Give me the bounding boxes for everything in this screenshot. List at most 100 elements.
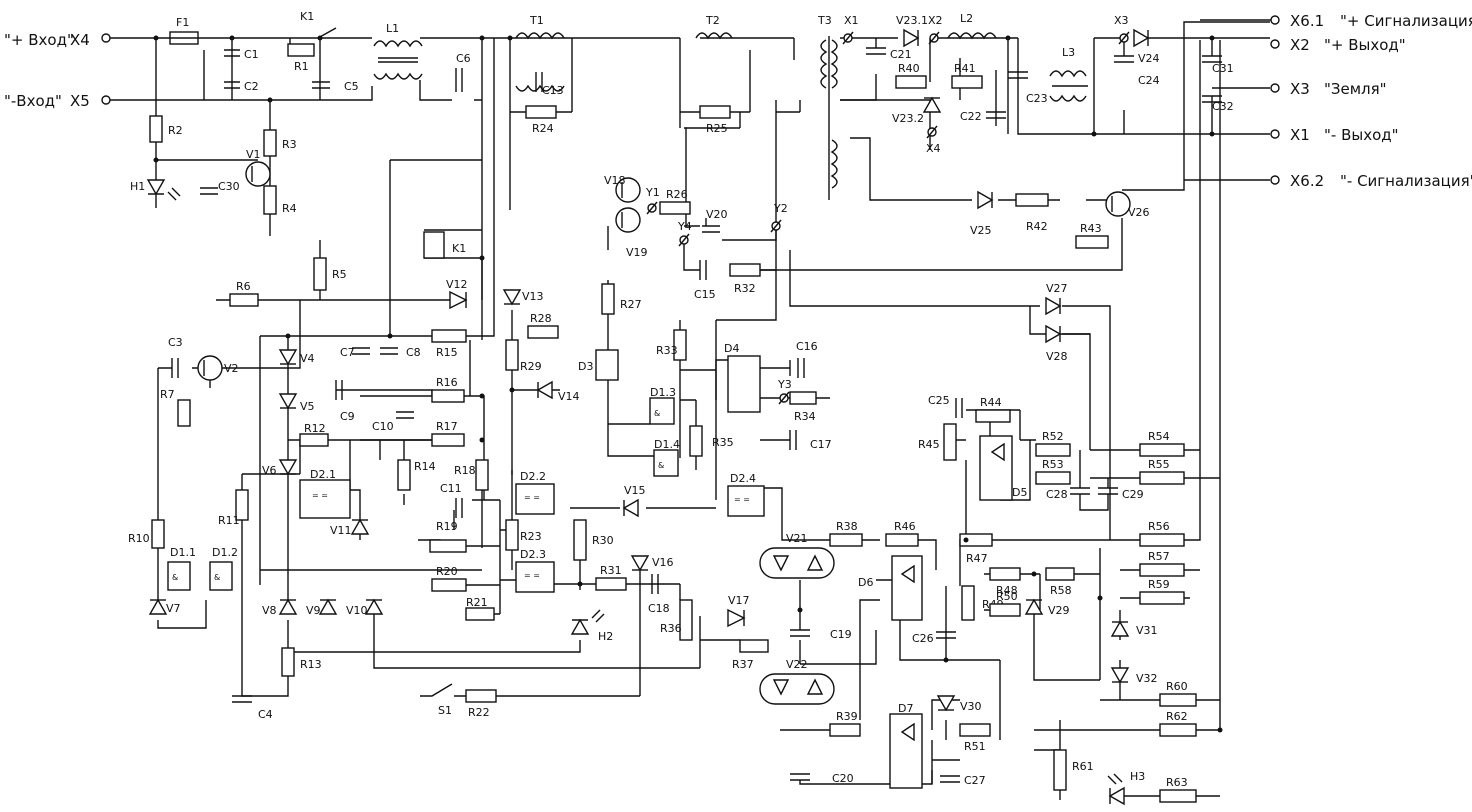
resistor-r54[interactable]: R54	[1139, 430, 1185, 457]
resistor-r56[interactable]: R56	[1139, 520, 1185, 547]
chip-d2-3[interactable]: = =D2.3	[515, 548, 555, 593]
resistor-r24[interactable]: R24	[525, 105, 557, 135]
resistor-r22[interactable]: R22	[465, 689, 497, 719]
capacitor-c1[interactable]: C1	[224, 48, 259, 61]
test-point-y2[interactable]: Y2	[770, 202, 788, 233]
resistor-r42[interactable]: R42	[1015, 193, 1049, 233]
test-point-x3[interactable]: X3	[1114, 14, 1130, 45]
resistor-r57[interactable]: R57	[1139, 550, 1185, 577]
test-point-y3[interactable]: Y3	[777, 378, 792, 405]
resistor-r46[interactable]: R46	[885, 520, 919, 547]
resistor-r12[interactable]: R12	[299, 422, 329, 447]
terminal-x2[interactable]: X2 "+ Выход"	[1270, 36, 1406, 54]
diode-v25[interactable]: V25	[970, 190, 994, 237]
optocoupler-v21[interactable]: V21	[759, 532, 835, 579]
diode-v16[interactable]: V16	[630, 555, 674, 572]
inductor-l1[interactable]: L1	[373, 22, 423, 80]
transformer-t2[interactable]: T2	[695, 14, 733, 40]
capacitor-c4[interactable]: C4	[232, 695, 273, 721]
test-point-y1[interactable]: Y1	[645, 186, 660, 215]
resistor-r37[interactable]: R37	[732, 639, 769, 671]
switch-s1[interactable]: S1	[420, 683, 466, 717]
transistor-v26[interactable]: V26	[1105, 191, 1150, 219]
chip-d6[interactable]: D6	[858, 555, 923, 621]
diode-v32[interactable]: V32	[1110, 667, 1158, 685]
chip-d4[interactable]: D4	[724, 342, 761, 413]
transistor-v2[interactable]: V2	[197, 355, 239, 381]
resistor-r30[interactable]: R30	[573, 519, 614, 561]
resistor-r40[interactable]: R40	[895, 62, 927, 89]
resistor-r2[interactable]: R2	[149, 115, 183, 143]
chip-d1-3[interactable]: &D1.3	[649, 386, 676, 425]
diode-v9[interactable]: V9	[306, 598, 338, 617]
chip-d1-4[interactable]: &D1.4	[653, 438, 680, 477]
transistor-v1[interactable]: V1	[245, 148, 271, 187]
resistor-r55[interactable]: R55	[1139, 458, 1185, 485]
diode-v29[interactable]: V29	[1024, 598, 1070, 617]
terminal-x6-1[interactable]: X6.1 "+ Сигнализация"	[1200, 12, 1472, 30]
resistor-r48[interactable]: R48	[989, 567, 1021, 597]
led-h2[interactable]: H2	[570, 609, 613, 643]
capacitor-c26[interactable]: C26	[912, 631, 956, 645]
resistor-r20[interactable]: R20	[431, 565, 467, 592]
chip-d3[interactable]: D3	[578, 349, 619, 381]
resistor-r10[interactable]: R10	[128, 519, 165, 549]
resistor-r52[interactable]: R52	[1035, 430, 1071, 457]
chip-d2-1[interactable]: = =D2.1	[299, 468, 351, 519]
resistor-r61[interactable]: R61	[1053, 749, 1094, 791]
capacitor-c28[interactable]: C28	[1046, 487, 1090, 501]
fuse-f1[interactable]: F1	[169, 16, 199, 45]
diode-v31[interactable]: V31	[1110, 620, 1158, 637]
capacitor-c8[interactable]: C8	[380, 346, 421, 359]
chip-d5[interactable]: D5	[979, 435, 1027, 501]
capacitor-c15[interactable]: C15	[694, 260, 716, 301]
test-point-x4[interactable]: X4	[926, 125, 941, 155]
capacitor-c31[interactable]: C31	[1202, 55, 1234, 75]
chip-d1-2[interactable]: &D1.2	[209, 546, 238, 591]
diode-v10[interactable]: V10	[346, 598, 384, 617]
capacitor-c22[interactable]: C22	[960, 110, 1006, 123]
diode-v30[interactable]: V30	[936, 695, 982, 713]
capacitor-c3[interactable]: C3	[168, 336, 183, 378]
diode-v28[interactable]: V28	[1045, 324, 1068, 363]
resistor-r35[interactable]: R35	[689, 425, 734, 457]
inductor-l2[interactable]: L2	[947, 12, 997, 40]
resistor-r59[interactable]: R59	[1139, 578, 1185, 605]
capacitor-c13[interactable]: C13	[535, 72, 564, 97]
transformer-t1[interactable]: T1	[515, 14, 565, 92]
chip-d2-2[interactable]: = =D2.2	[515, 470, 555, 515]
transistor-v19[interactable]: V19	[615, 207, 648, 259]
resistor-r58[interactable]: R58	[1045, 567, 1075, 597]
resistor-r51[interactable]: R51	[959, 723, 991, 753]
capacitor-c32[interactable]: C32	[1202, 95, 1234, 113]
resistor-r45[interactable]: R45	[918, 423, 957, 461]
resistor-r34[interactable]: R34	[789, 391, 817, 423]
resistor-r32[interactable]: R32	[729, 263, 761, 295]
diode-v24[interactable]: V24	[1133, 28, 1160, 65]
resistor-r38[interactable]: R38	[829, 520, 863, 547]
resistor-r3[interactable]: R3	[263, 129, 297, 157]
terminal-x5[interactable]: "-Вход" X5	[4, 92, 111, 110]
capacitor-c18[interactable]: C18	[648, 574, 670, 615]
transistor-v20[interactable]: V20	[702, 208, 728, 233]
resistor-r50[interactable]: R50	[989, 590, 1021, 617]
resistor-r39[interactable]: R39	[829, 710, 861, 737]
diode-v11[interactable]: V11	[330, 518, 370, 537]
resistor-r44[interactable]: R44	[975, 396, 1011, 423]
chip-d7[interactable]: D7	[889, 702, 923, 789]
resistor-r14[interactable]: R14	[397, 459, 436, 491]
resistor-r1[interactable]: R1	[287, 43, 315, 73]
diode-v14[interactable]: V14	[536, 380, 580, 403]
resistor-r26[interactable]: R26	[659, 188, 691, 215]
capacitor-c7[interactable]: C7	[340, 346, 370, 359]
capacitor-c6[interactable]: C6	[455, 52, 471, 92]
resistor-r29[interactable]: R29	[505, 339, 542, 373]
diode-v15[interactable]: V15	[622, 484, 646, 518]
capacitor-c25[interactable]: C25	[928, 394, 963, 418]
resistor-r27[interactable]: R27	[601, 283, 642, 315]
capacitor-c29[interactable]: C29	[1098, 487, 1144, 501]
terminal-x3[interactable]: X3 "Земля"	[1270, 80, 1387, 98]
led-h1[interactable]: H1	[130, 179, 181, 201]
diode-v23-1[interactable]: V23.1	[896, 14, 928, 48]
capacitor-c27[interactable]: C27	[940, 774, 986, 787]
